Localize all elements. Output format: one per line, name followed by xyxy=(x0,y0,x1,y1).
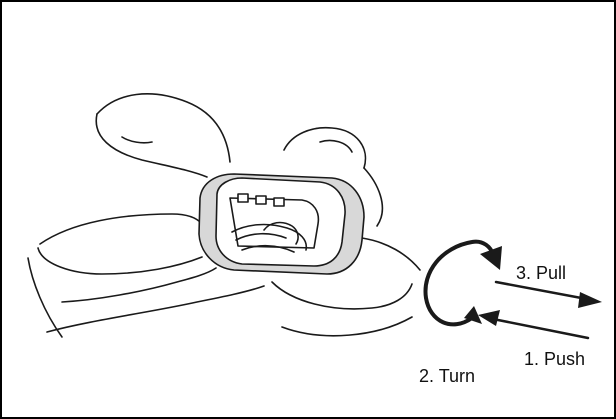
left-knuckle-crease xyxy=(121,136,153,144)
right-hand-contour xyxy=(361,237,421,271)
right-lower-finger xyxy=(271,281,413,310)
turn-arrowhead-bottom xyxy=(464,306,482,324)
left-hand-wrist-line xyxy=(27,257,63,338)
left-hand-lower-contour xyxy=(46,285,265,333)
turn-arc xyxy=(423,239,496,327)
connector-cable-1 xyxy=(231,223,308,251)
left-lower-finger-top xyxy=(39,213,203,245)
pull-arrow-shaft xyxy=(494,280,594,302)
left-lower-finger-bottom xyxy=(37,247,203,275)
pull-label: 3. Pull xyxy=(516,263,567,283)
push-arrow-shaft xyxy=(486,316,590,340)
connector-pin-1 xyxy=(237,193,249,203)
right-hand-back xyxy=(281,316,413,337)
push-arrowhead xyxy=(478,310,500,326)
left-hand-palm xyxy=(61,267,217,303)
left-thumb-underside xyxy=(95,113,208,178)
connector-cable-3 xyxy=(241,244,295,253)
push-label: 1. Push xyxy=(524,349,586,369)
connector-cable-2 xyxy=(235,232,287,241)
connector-pin-3 xyxy=(273,197,285,207)
turn-label: 2. Turn xyxy=(419,366,476,386)
connector-cable-4 xyxy=(263,221,299,245)
connector-pin-2 xyxy=(255,195,267,205)
connector-slot-frame xyxy=(229,197,320,249)
left-thumb-outline xyxy=(96,93,231,163)
pull-arrowhead xyxy=(578,292,602,308)
turn-arrowhead xyxy=(480,246,502,270)
right-finger-top xyxy=(283,126,367,169)
right-finger-back xyxy=(363,167,384,227)
right-finger-nail xyxy=(319,139,353,153)
